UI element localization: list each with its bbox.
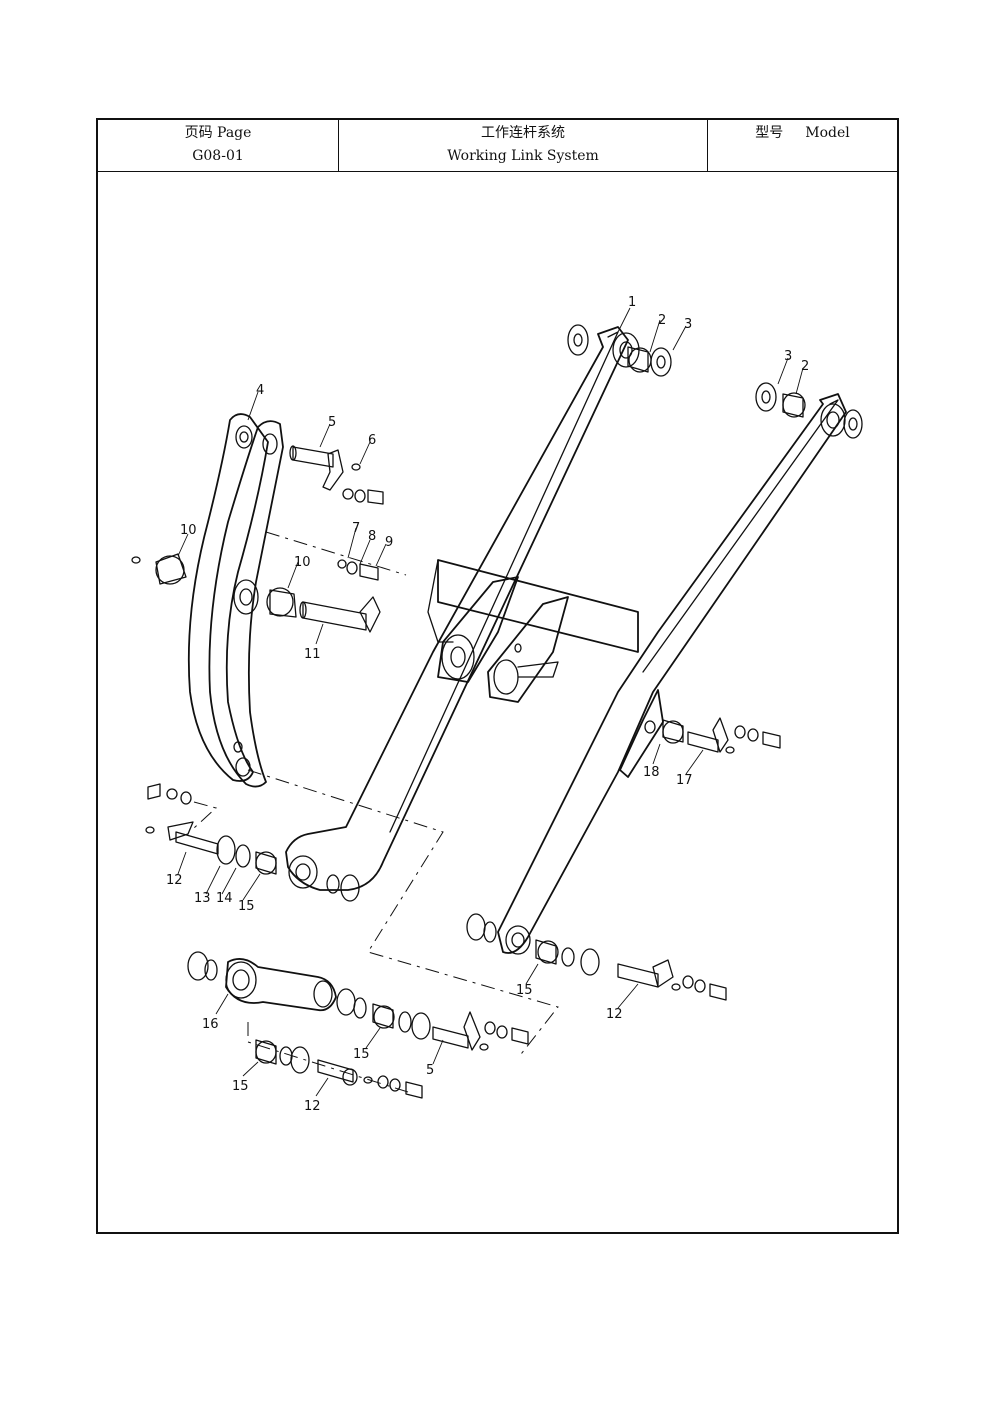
callout-16: 16 — [202, 1017, 219, 1032]
callout-17: 17 — [676, 773, 693, 788]
title-en: Working Link System — [447, 148, 599, 164]
callout-10: 10 — [180, 523, 197, 538]
title-cn: 工作连杆系统 — [481, 125, 565, 141]
callout-15c: 15 — [353, 1047, 370, 1062]
drawing-sheet: 页码 Page G08-01 工作连杆系统 Working Link Syste… — [96, 118, 899, 1234]
callout-14: 14 — [216, 891, 233, 906]
callout-15b: 15 — [516, 983, 533, 998]
callout-13: 13 — [194, 891, 211, 906]
callout-2: 2 — [658, 313, 666, 328]
callout-6: 6 — [368, 433, 376, 448]
page-number: G08-01 — [192, 148, 244, 164]
callout-12b: 12 — [606, 1007, 623, 1022]
pin-11-assembly — [266, 559, 381, 633]
page-label-cn: 页码 — [184, 125, 213, 141]
page-label-en: Page — [217, 125, 252, 141]
title-block: 页码 Page G08-01 工作连杆系统 Working Link Syste… — [98, 120, 897, 172]
callout-5: 5 — [328, 415, 336, 430]
cross-tube — [427, 559, 639, 703]
link-16 — [187, 951, 529, 1099]
exploded-diagram: 1 2 3 3 2 4 5 6 7 8 9 10 10 11 12 13 14 … — [131, 295, 863, 1114]
callout-18: 18 — [643, 765, 660, 780]
callout-15: 15 — [238, 899, 255, 914]
model-label-en: Model — [805, 125, 850, 141]
callout-9: 9 — [385, 535, 393, 550]
mount-17-18 — [619, 689, 781, 778]
pin-5-top — [289, 445, 384, 505]
callout-8: 8 — [368, 529, 376, 544]
right-boom-arm — [497, 393, 847, 955]
top-bushings — [567, 324, 863, 439]
model-label-cn: 型号 — [755, 125, 784, 141]
callout-11: 11 — [304, 647, 321, 662]
center-lines — [193, 531, 559, 1093]
exploded-view: 1 2 3 3 2 4 5 6 7 8 9 10 10 11 12 13 14 … — [98, 172, 897, 1232]
bellcrank — [187, 413, 284, 788]
pin-12-right — [466, 913, 727, 1001]
page-cell: 页码 Page G08-01 — [98, 120, 339, 171]
callout-12: 12 — [166, 873, 183, 888]
callout-labels: 1 2 3 3 2 4 5 6 7 8 9 10 10 11 12 13 14 … — [166, 295, 809, 1114]
callout-3: 3 — [684, 317, 692, 332]
title-cell: 工作连杆系统 Working Link System — [339, 120, 708, 171]
model-cell: 型号 Model — [708, 120, 897, 171]
callout-10b: 10 — [294, 555, 311, 570]
pin-12-left — [145, 783, 360, 902]
callout-15d: 15 — [232, 1079, 249, 1094]
callout-12c: 12 — [304, 1099, 321, 1114]
bushing-10-left — [131, 553, 187, 585]
leader-lines — [177, 307, 804, 1097]
callout-4: 4 — [256, 383, 264, 398]
callout-1: 1 — [628, 295, 636, 310]
callout-3b: 3 — [784, 349, 792, 364]
callout-7: 7 — [352, 521, 360, 536]
callout-2b: 2 — [801, 359, 809, 374]
callout-5b: 5 — [426, 1063, 434, 1078]
